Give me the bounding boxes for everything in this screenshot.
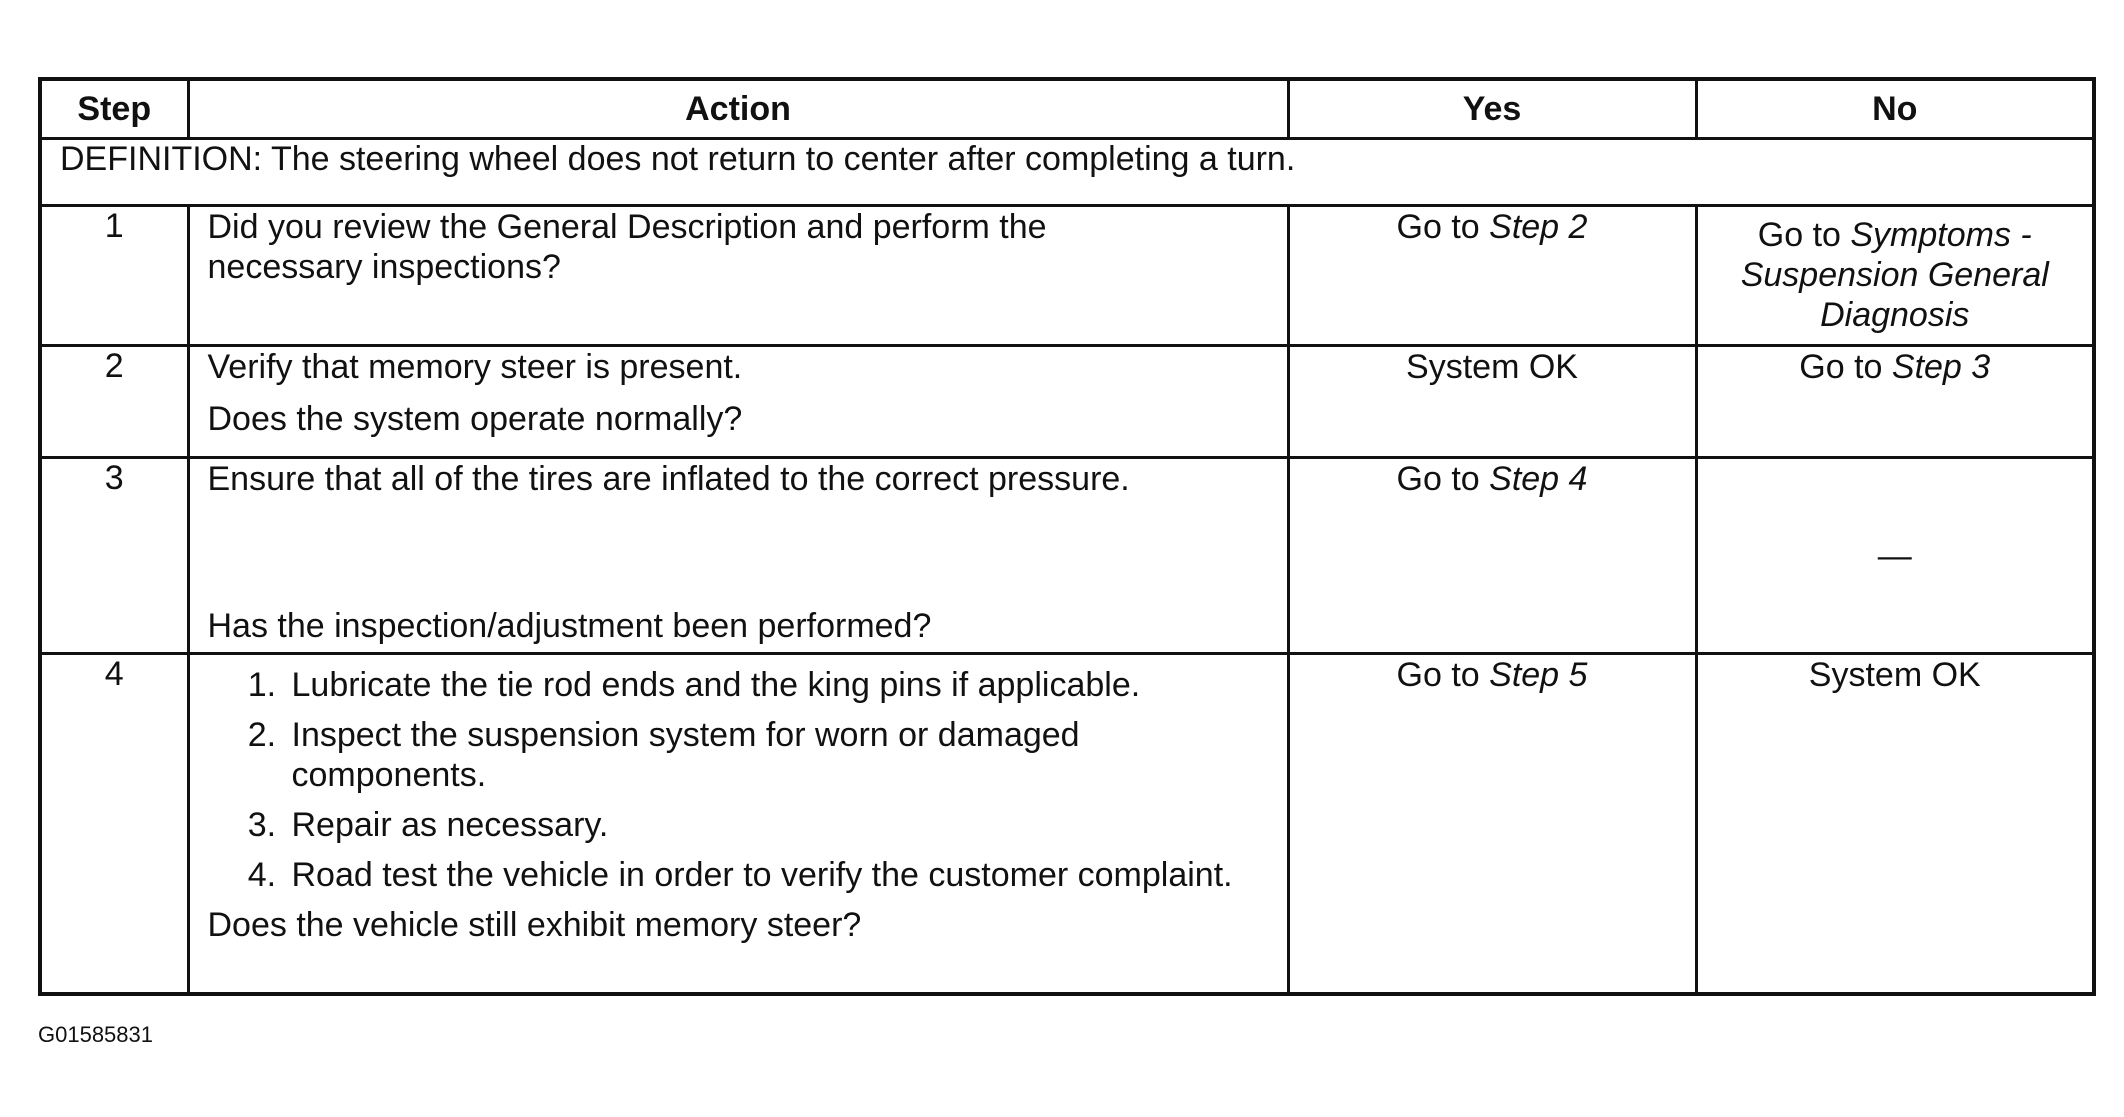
- no-ref: Suspension General: [1740, 256, 2049, 294]
- list-item: Lubricate the tie rod ends and the king …: [286, 665, 1269, 705]
- step-number: 3: [38, 456, 190, 655]
- header-yes: Yes: [1286, 77, 1698, 140]
- action-cell: Ensure that all of the tires are inflate…: [186, 456, 1290, 655]
- no-ref: Symptoms -: [1850, 216, 2032, 254]
- action-cell: Lubricate the tie rod ends and the king …: [186, 652, 1290, 995]
- list-item: Road test the vehicle in order to verify…: [286, 855, 1269, 895]
- action-question: Has the inspection/adjustment been perfo…: [207, 607, 932, 645]
- yes-cell: Go to Step 4: [1286, 456, 1698, 655]
- action-text: Does the system operate normally?: [207, 400, 743, 438]
- step-number: 1: [38, 204, 190, 347]
- step-number: 4: [38, 652, 190, 995]
- list-item: Inspect the suspension system for worn o…: [286, 715, 1269, 795]
- no-ref: Diagnosis: [1820, 296, 1970, 334]
- action-text: necessary inspections?: [207, 248, 561, 286]
- yes-cell: Go to Step 5: [1286, 652, 1698, 995]
- no-cell: System OK: [1694, 652, 2096, 995]
- yes-step-ref: Step 4: [1489, 460, 1588, 498]
- definition-row: DEFINITION: The steering wheel does not …: [38, 137, 2096, 207]
- action-question: Does the vehicle still exhibit memory st…: [207, 906, 862, 944]
- no-cell: Go to Symptoms - Suspension General Diag…: [1694, 204, 2096, 347]
- yes-step-ref: Step 5: [1489, 656, 1588, 694]
- step-number: 2: [38, 344, 190, 459]
- yes-cell: Go to Step 2: [1286, 204, 1698, 347]
- no-cell: Go to Step 3: [1694, 344, 2096, 459]
- no-prefix: Go to: [1799, 348, 1892, 386]
- figure-id: G01585831: [38, 1022, 153, 1047]
- no-cell: —: [1694, 456, 2096, 655]
- header-step: Step: [38, 77, 190, 140]
- no-dash: —: [1877, 536, 1912, 575]
- action-text: Ensure that all of the tires are inflate…: [207, 460, 1130, 498]
- table-row: 1 Did you review the General Description…: [38, 204, 2096, 347]
- definition-text: DEFINITION: The steering wheel does not …: [38, 137, 2096, 207]
- list-item: Repair as necessary.: [286, 805, 1269, 845]
- diagnostic-table: Step Action Yes No DEFINITION: The steer…: [38, 77, 2096, 996]
- yes-cell: System OK: [1286, 344, 1698, 459]
- action-text: Did you review the General Description a…: [207, 208, 1047, 246]
- header-row: Step Action Yes No: [38, 77, 2096, 140]
- action-cell: Did you review the General Description a…: [186, 204, 1290, 347]
- action-cell: Verify that memory steer is present. Doe…: [186, 344, 1290, 459]
- table-row: 3 Ensure that all of the tires are infla…: [38, 456, 2096, 655]
- yes-step-ref: Step 2: [1489, 208, 1588, 246]
- yes-prefix: Go to: [1396, 208, 1490, 246]
- yes-prefix: Go to: [1396, 656, 1490, 694]
- header-no: No: [1694, 77, 2096, 140]
- header-action: Action: [186, 77, 1290, 140]
- substep-list: Lubricate the tie rod ends and the king …: [208, 665, 1269, 895]
- table-row: 4 Lubricate the tie rod ends and the kin…: [38, 652, 2096, 995]
- yes-prefix: Go to: [1396, 460, 1490, 498]
- no-step-ref: Step 3: [1891, 348, 1991, 386]
- no-prefix: Go to: [1757, 216, 1851, 254]
- table-row: 2 Verify that memory steer is present. D…: [38, 344, 2096, 459]
- action-text: Verify that memory steer is present.: [207, 348, 743, 386]
